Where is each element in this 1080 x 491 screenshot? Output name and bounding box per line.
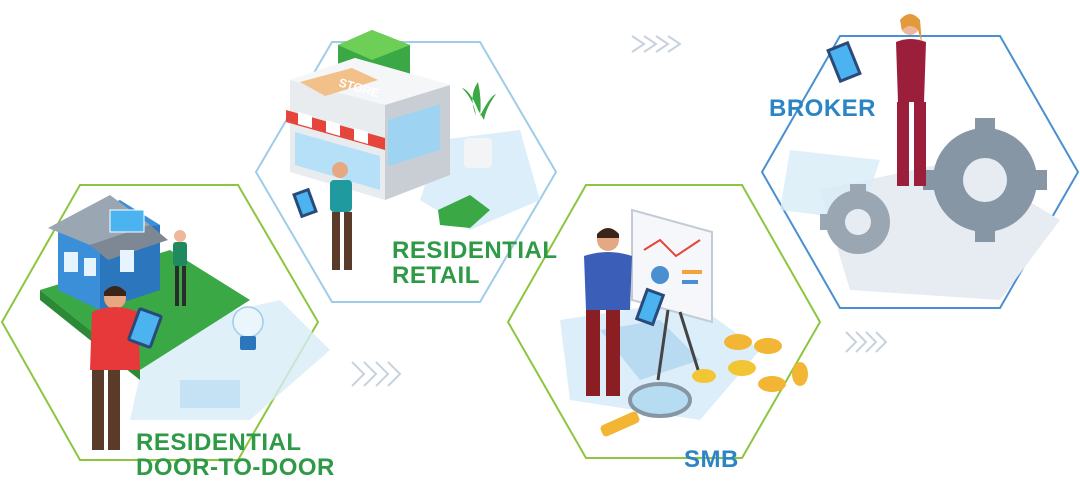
woman-figure: [173, 230, 187, 306]
label-smb: SMB: [684, 447, 739, 472]
chevron-arrows-1: [351, 361, 402, 387]
gears-icon: [820, 118, 1047, 254]
label-line: RETAIL: [392, 262, 480, 290]
label-line: DOOR-TO-DOOR: [136, 454, 335, 482]
label-line: SMB: [684, 446, 739, 473]
smb-man-figure: [584, 228, 666, 396]
label-residential-door-to-door: RESIDENTIAL DOOR-TO-DOOR: [136, 429, 335, 482]
light-bulb-icon: [232, 306, 264, 350]
plant-icon: [462, 82, 496, 168]
broker-woman-figure: [826, 14, 926, 186]
scene-door-to-door: [0, 184, 330, 461]
label-broker: BROKER: [769, 96, 876, 121]
retail-man-figure: [292, 162, 352, 270]
scene-smb: [506, 184, 822, 459]
hexagon-outline-broker: [760, 35, 1080, 309]
label-line: BROKER: [769, 95, 877, 122]
magnifying-glass-icon: [600, 382, 692, 437]
label-line: RESIDENTIAL: [392, 237, 558, 264]
scene-broker: [760, 14, 1080, 309]
label-residential-retail: RESIDENTIAL RETAIL: [392, 237, 558, 290]
chevron-arrows-3: [845, 331, 888, 353]
hexagon-outline-retail: [254, 41, 558, 303]
salesman-figure: [90, 286, 163, 450]
hexagon-outline-door: [0, 184, 320, 461]
house-icon: [48, 195, 168, 310]
hexagon-outline-smb: [506, 184, 822, 459]
scene-retail: STORE: [254, 30, 558, 303]
coins-icon: [692, 334, 808, 392]
chevron-arrows-2: [631, 35, 682, 53]
store-building-icon: [286, 58, 450, 200]
label-line: RESIDENTIAL: [136, 429, 302, 456]
